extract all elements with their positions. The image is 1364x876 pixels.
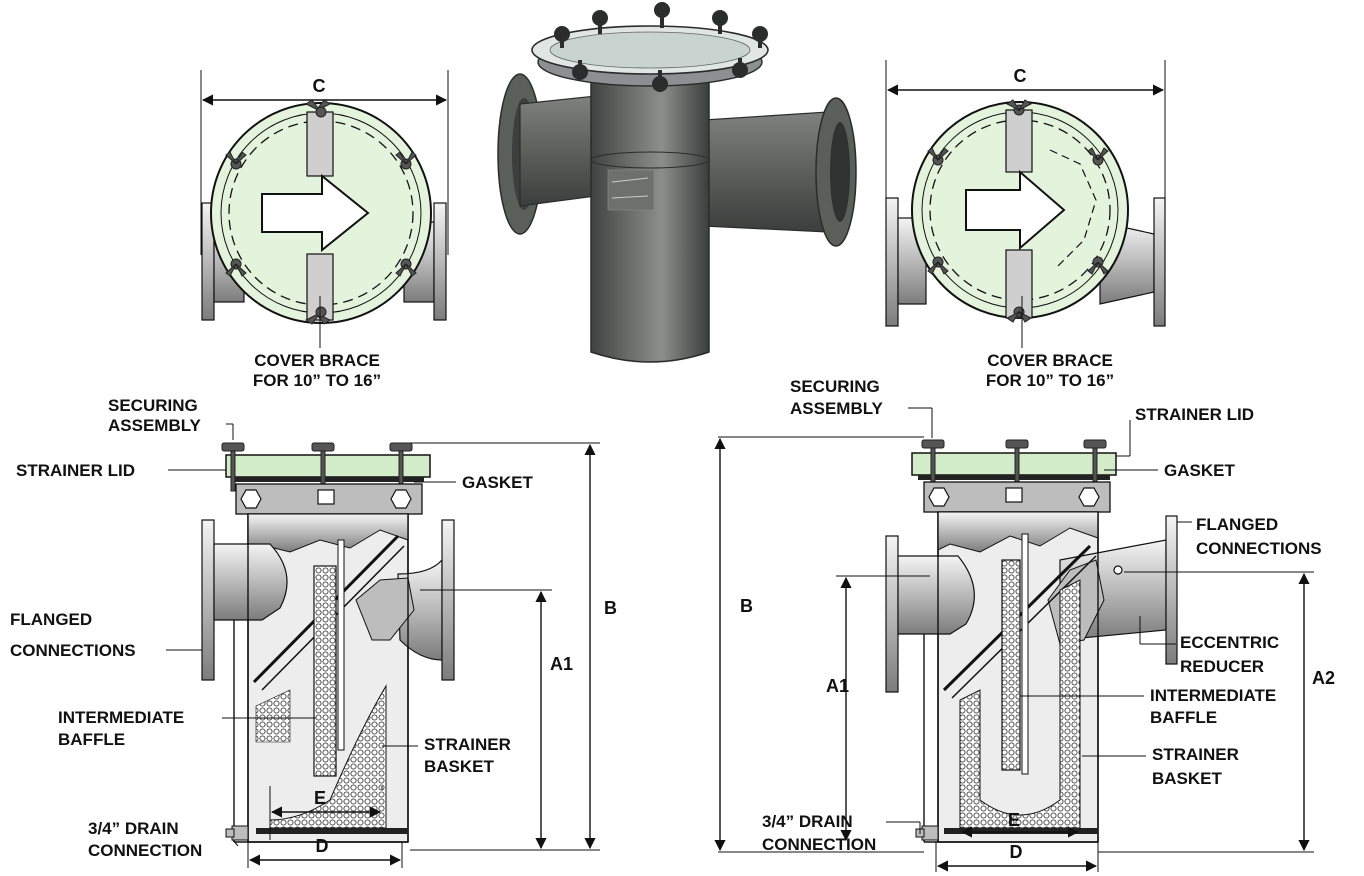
- flanged-connections-label-right-2: CONNECTIONS: [1196, 539, 1322, 558]
- securing-assembly-label-left-1: SECURING: [108, 396, 198, 415]
- dim-d-left: D: [316, 836, 329, 856]
- top-view-left: C COVER BRACE FOR 10” TO 16”: [200, 70, 449, 390]
- intermediate-baffle-label-left-1: INTERMEDIATE: [58, 708, 184, 727]
- flow-arrow-icon-right: [965, 169, 1066, 251]
- strainer-lid-label-right: STRAINER LID: [1135, 405, 1254, 424]
- eccentric-reducer-label-1: ECCENTRIC: [1180, 633, 1279, 652]
- strainer-basket-left: [269, 684, 387, 829]
- flanged-connections-label-right-1: FLANGED: [1196, 515, 1278, 534]
- cover-brace-label-right-1: COVER BRACE: [987, 351, 1113, 370]
- strainer-basket-label-right-2: BASKET: [1152, 769, 1223, 788]
- cover-brace-top: [306, 111, 334, 177]
- dim-d-right: D: [1010, 842, 1023, 862]
- strainer-basket-label-right-1: STRAINER: [1152, 745, 1239, 764]
- dim-e-left: E: [314, 788, 326, 808]
- dim-c-label: C: [313, 76, 326, 96]
- strainer-basket-label-left-2: BASKET: [424, 757, 495, 776]
- intermediate-baffle-label-right-1: INTERMEDIATE: [1150, 686, 1276, 705]
- securing-assembly-label-left-2: ASSEMBLY: [108, 416, 202, 435]
- cover-brace-label-1: COVER BRACE: [254, 351, 380, 370]
- dim-a2-right: A2: [1312, 668, 1335, 688]
- intermediate-baffle-label-right-2: BAFFLE: [1150, 708, 1217, 727]
- securing-assembly-label-right-1: SECURING: [790, 377, 880, 396]
- flanged-connections-label-left-2: CONNECTIONS: [10, 641, 136, 660]
- drain-connection-label-right-1: 3/4” DRAIN: [762, 812, 853, 831]
- dim-e-right: E: [1008, 810, 1020, 830]
- eccentric-reducer-label-2: REDUCER: [1180, 657, 1264, 676]
- dim-b-right: B: [740, 596, 753, 616]
- drain-connection-label-left-2: CONNECTION: [88, 841, 202, 860]
- section-view-right: SECURING ASSEMBLY STRAINER LID GASKET FL…: [714, 377, 1335, 872]
- cover-brace-label-2: FOR 10” TO 16”: [253, 371, 381, 390]
- dim-a1-left: A1: [550, 654, 573, 674]
- top-view-right: C COVER BRACE FOR 10” TO 16”: [885, 60, 1166, 390]
- intermediate-baffle-label-left-2: BAFFLE: [58, 730, 125, 749]
- dim-a1-right: A1: [826, 676, 849, 696]
- gasket-label-left: GASKET: [462, 473, 533, 492]
- strainer-lid-label-left: STRAINER LID: [16, 461, 135, 480]
- drain-connection-label-right-2: CONNECTION: [762, 835, 876, 854]
- strainer-basket-right: [959, 579, 1081, 829]
- strainer-basket-label-left-1: STRAINER: [424, 735, 511, 754]
- dim-b-left: B: [604, 598, 617, 618]
- dim-c-label-right: C: [1014, 66, 1027, 86]
- strainer-lid-right: [911, 452, 1117, 476]
- strainer-product-illustration: [497, 2, 857, 363]
- flow-arrow-icon: [261, 173, 370, 253]
- drain-connection-label-left-1: 3/4” DRAIN: [88, 819, 179, 838]
- flanged-connections-label-left-1: FLANGED: [10, 610, 92, 629]
- securing-assembly-label-right-2: ASSEMBLY: [790, 399, 884, 418]
- cover-brace-label-right-2: FOR 10” TO 16”: [986, 371, 1114, 390]
- section-view-left: SECURING ASSEMBLY STRAINER LID GASKET FL…: [10, 396, 617, 868]
- intermediate-baffle-right: [1001, 559, 1021, 771]
- gasket-label-right: GASKET: [1164, 461, 1235, 480]
- intermediate-baffle-left: [313, 565, 337, 777]
